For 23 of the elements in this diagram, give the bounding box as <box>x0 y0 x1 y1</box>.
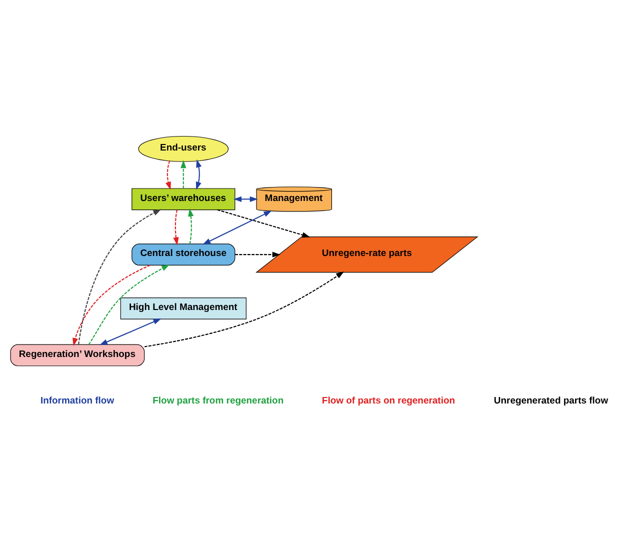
arrow <box>144 270 344 347</box>
arrow <box>217 208 310 238</box>
node-box: High Level Management <box>120 297 246 319</box>
legend-label: Flow of parts on regeneration <box>322 395 456 406</box>
legend-label: Information flow <box>40 395 114 406</box>
arrow <box>196 158 202 190</box>
arrow <box>166 160 171 190</box>
node-box: Users’ warehouses <box>132 188 236 210</box>
arrow <box>180 160 186 188</box>
node-box: Central storehouse <box>132 243 236 266</box>
node-ellipse: End-users <box>138 135 229 162</box>
arrow <box>188 208 194 244</box>
arrow <box>99 318 162 345</box>
node-box: Regeneration’ Workshops <box>10 344 145 366</box>
arrow <box>173 209 179 245</box>
arrow <box>235 251 280 257</box>
legend-label: Flow parts from regeneration <box>152 395 284 406</box>
legend-label: Unregenerated parts flow <box>494 395 608 406</box>
arrow <box>78 208 162 344</box>
arrow <box>88 264 170 344</box>
arrow <box>233 196 258 202</box>
arrow <box>72 264 150 346</box>
arrow <box>202 210 272 244</box>
